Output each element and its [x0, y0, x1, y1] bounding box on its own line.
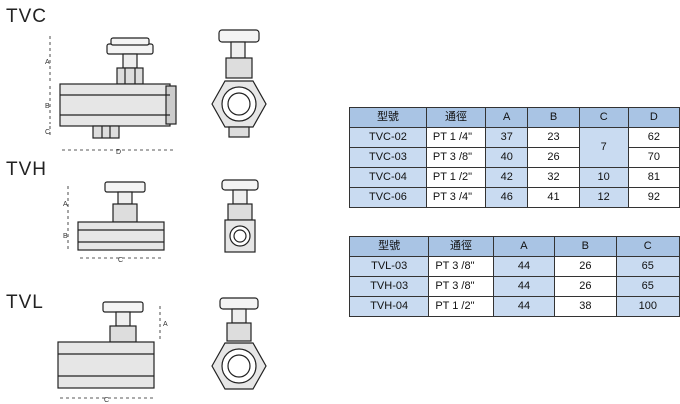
cell-model: TVC-04 [349, 167, 427, 188]
cell-size: PT 3 /8" [425, 147, 487, 168]
cell-b: 26 [527, 147, 580, 168]
cell-b: 38 [554, 296, 617, 317]
cell-model: TVC-03 [349, 147, 427, 168]
tvc-side-view [49, 36, 177, 151]
dim-c-label-tvh: C [118, 257, 123, 264]
dim-c-label: C [45, 129, 50, 136]
cell-size: PT 3 /4" [425, 187, 487, 208]
header-model: 型號 [349, 107, 427, 128]
dim-b-label: B [45, 103, 50, 110]
cell-d: 92 [627, 187, 680, 208]
tvl-front-view [211, 297, 267, 390]
cell-model: TVC-02 [349, 127, 427, 148]
cell-b: 41 [527, 187, 580, 208]
header-b: B [554, 236, 617, 257]
cell-model: TVH-03 [348, 276, 430, 297]
cell-a: 40 [485, 147, 529, 168]
table-header-row: 型號 通徑 A B C [348, 236, 680, 257]
tvc-spec-table: 型號 通徑 A B C D TVC-02 PT 1 /4" 37 23 7 62… [349, 107, 680, 208]
cell-c-merged: 7 [578, 127, 629, 168]
cell-a: 37 [485, 127, 529, 148]
cell-model: TVH-04 [348, 296, 430, 317]
cell-size: PT 3 /8" [428, 276, 494, 297]
header-a: A [485, 107, 529, 128]
header-c: C [615, 236, 680, 257]
valve-drawings: A B C D A B C A C [45, 29, 267, 404]
header-size: 通徑 [425, 107, 487, 128]
cell-c: 65 [615, 256, 680, 277]
cell-d: 81 [627, 167, 680, 188]
table-row: TVC-06 PT 3 /4" 46 41 12 92 [349, 187, 680, 208]
cell-model: TVC-06 [349, 187, 427, 208]
tvh-front-view [221, 179, 259, 253]
cell-b: 26 [554, 256, 617, 277]
cell-size: PT 1 /2" [428, 296, 494, 317]
cell-a: 44 [492, 296, 556, 317]
cell-a: 44 [492, 276, 556, 297]
cell-c: 65 [615, 276, 680, 297]
dim-c-label-tvl: C [104, 397, 109, 404]
header-size: 通徑 [428, 236, 494, 257]
tvl-label: TVL [6, 292, 44, 313]
cell-d: 70 [627, 147, 680, 168]
cell-a: 46 [485, 187, 529, 208]
table-header-row: 型號 通徑 A B C D [349, 107, 680, 128]
header-b: B [527, 107, 580, 128]
cell-a: 44 [492, 256, 556, 277]
table-row: TVC-04 PT 1 /2" 42 32 10 81 [349, 167, 680, 188]
cell-model: TVL-03 [348, 256, 430, 277]
header-c: C [578, 107, 629, 128]
dim-d-label: D [116, 149, 121, 156]
dim-a-label-tvl: A [163, 321, 168, 328]
cell-c: 100 [615, 296, 680, 317]
cell-size: PT 1 /2" [425, 167, 487, 188]
tvh-side-view [67, 181, 165, 259]
cell-d: 62 [627, 127, 680, 148]
table-row: TVH-04 PT 1 /2" 44 38 100 [348, 296, 680, 317]
table-row: TVC-03 PT 3 /8" 40 26 70 [349, 147, 680, 168]
cell-b: 26 [554, 276, 617, 297]
tvl-side-view [57, 301, 161, 399]
tvh-label: TVH [6, 159, 47, 180]
cell-a: 42 [485, 167, 529, 188]
cell-size: PT 3 /8" [428, 256, 494, 277]
cell-size: PT 1 /4" [425, 127, 487, 148]
cell-b: 32 [527, 167, 580, 188]
header-a: A [492, 236, 556, 257]
header-d: D [627, 107, 680, 128]
header-model: 型號 [348, 236, 430, 257]
cell-c: 10 [578, 167, 629, 188]
dim-a-label-tvh: A [63, 201, 68, 208]
tvc-front-view [211, 29, 267, 138]
dim-b-label-tvh: B [63, 233, 68, 240]
cell-b: 23 [527, 127, 580, 148]
table-row: TVL-03 PT 3 /8" 44 26 65 [348, 256, 680, 277]
dim-a-label: A [45, 59, 50, 66]
table-row: TVH-03 PT 3 /8" 44 26 65 [348, 276, 680, 297]
table-row: TVC-02 PT 1 /4" 37 23 7 62 [349, 127, 680, 168]
tvl-tvh-spec-table: 型號 通徑 A B C TVL-03 PT 3 /8" 44 26 65 TVH… [348, 236, 680, 317]
cell-c: 12 [578, 187, 629, 208]
tvc-label: TVC [6, 6, 47, 27]
